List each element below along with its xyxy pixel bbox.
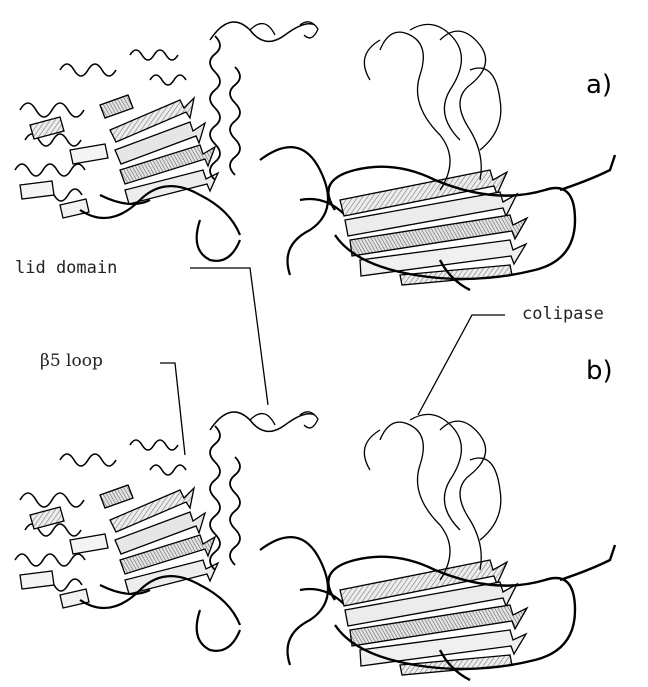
beta5-loop-label: β5 loop bbox=[40, 353, 103, 370]
panel-a-structure bbox=[15, 22, 615, 290]
panel-label-a: a) bbox=[586, 72, 612, 98]
colipase-label: colipase bbox=[522, 306, 604, 323]
lid-domain-leader-line bbox=[190, 268, 268, 405]
panel-b-structure bbox=[15, 412, 615, 680]
colipase-leader-line bbox=[418, 315, 505, 415]
lid-domain-label: lid domain bbox=[15, 260, 117, 277]
panel-label-b: b) bbox=[586, 358, 613, 384]
